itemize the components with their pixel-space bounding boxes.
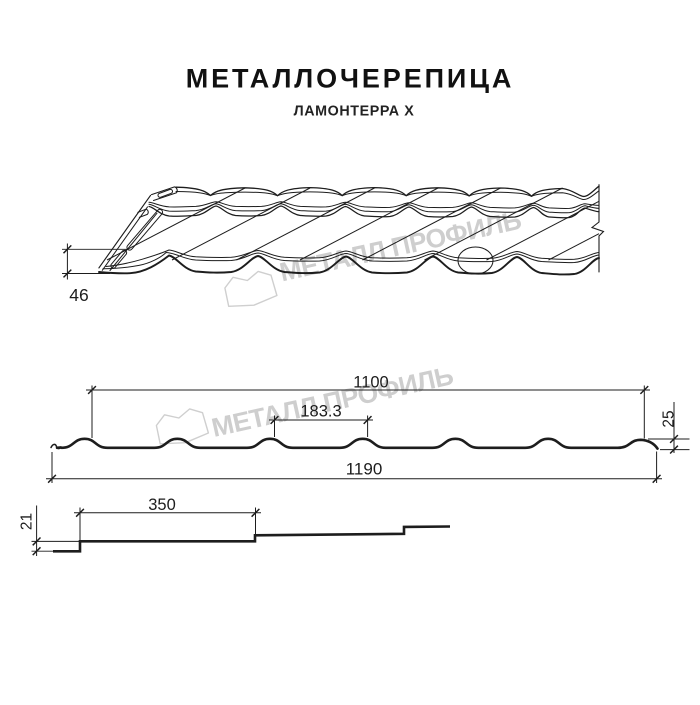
svg-text:МЕТАЛЛОЧЕРЕПИЦА: МЕТАЛЛОЧЕРЕПИЦА bbox=[186, 63, 515, 93]
svg-text:25: 25 bbox=[660, 410, 677, 427]
svg-text:МЕТАЛЛ ПРОФИЛЬ: МЕТАЛЛ ПРОФИЛЬ bbox=[277, 205, 524, 288]
svg-text:21: 21 bbox=[19, 513, 36, 530]
svg-text:350: 350 bbox=[148, 496, 176, 514]
svg-text:МЕТАЛЛ ПРОФИЛЬ: МЕТАЛЛ ПРОФИЛЬ bbox=[209, 360, 456, 443]
svg-text:1100: 1100 bbox=[353, 373, 388, 391]
svg-text:46: 46 bbox=[69, 285, 88, 305]
svg-text:ЛАМОНТЕРРА X: ЛАМОНТЕРРА X bbox=[294, 103, 415, 119]
svg-text:183.3: 183.3 bbox=[300, 403, 341, 421]
svg-text:1190: 1190 bbox=[346, 460, 383, 479]
